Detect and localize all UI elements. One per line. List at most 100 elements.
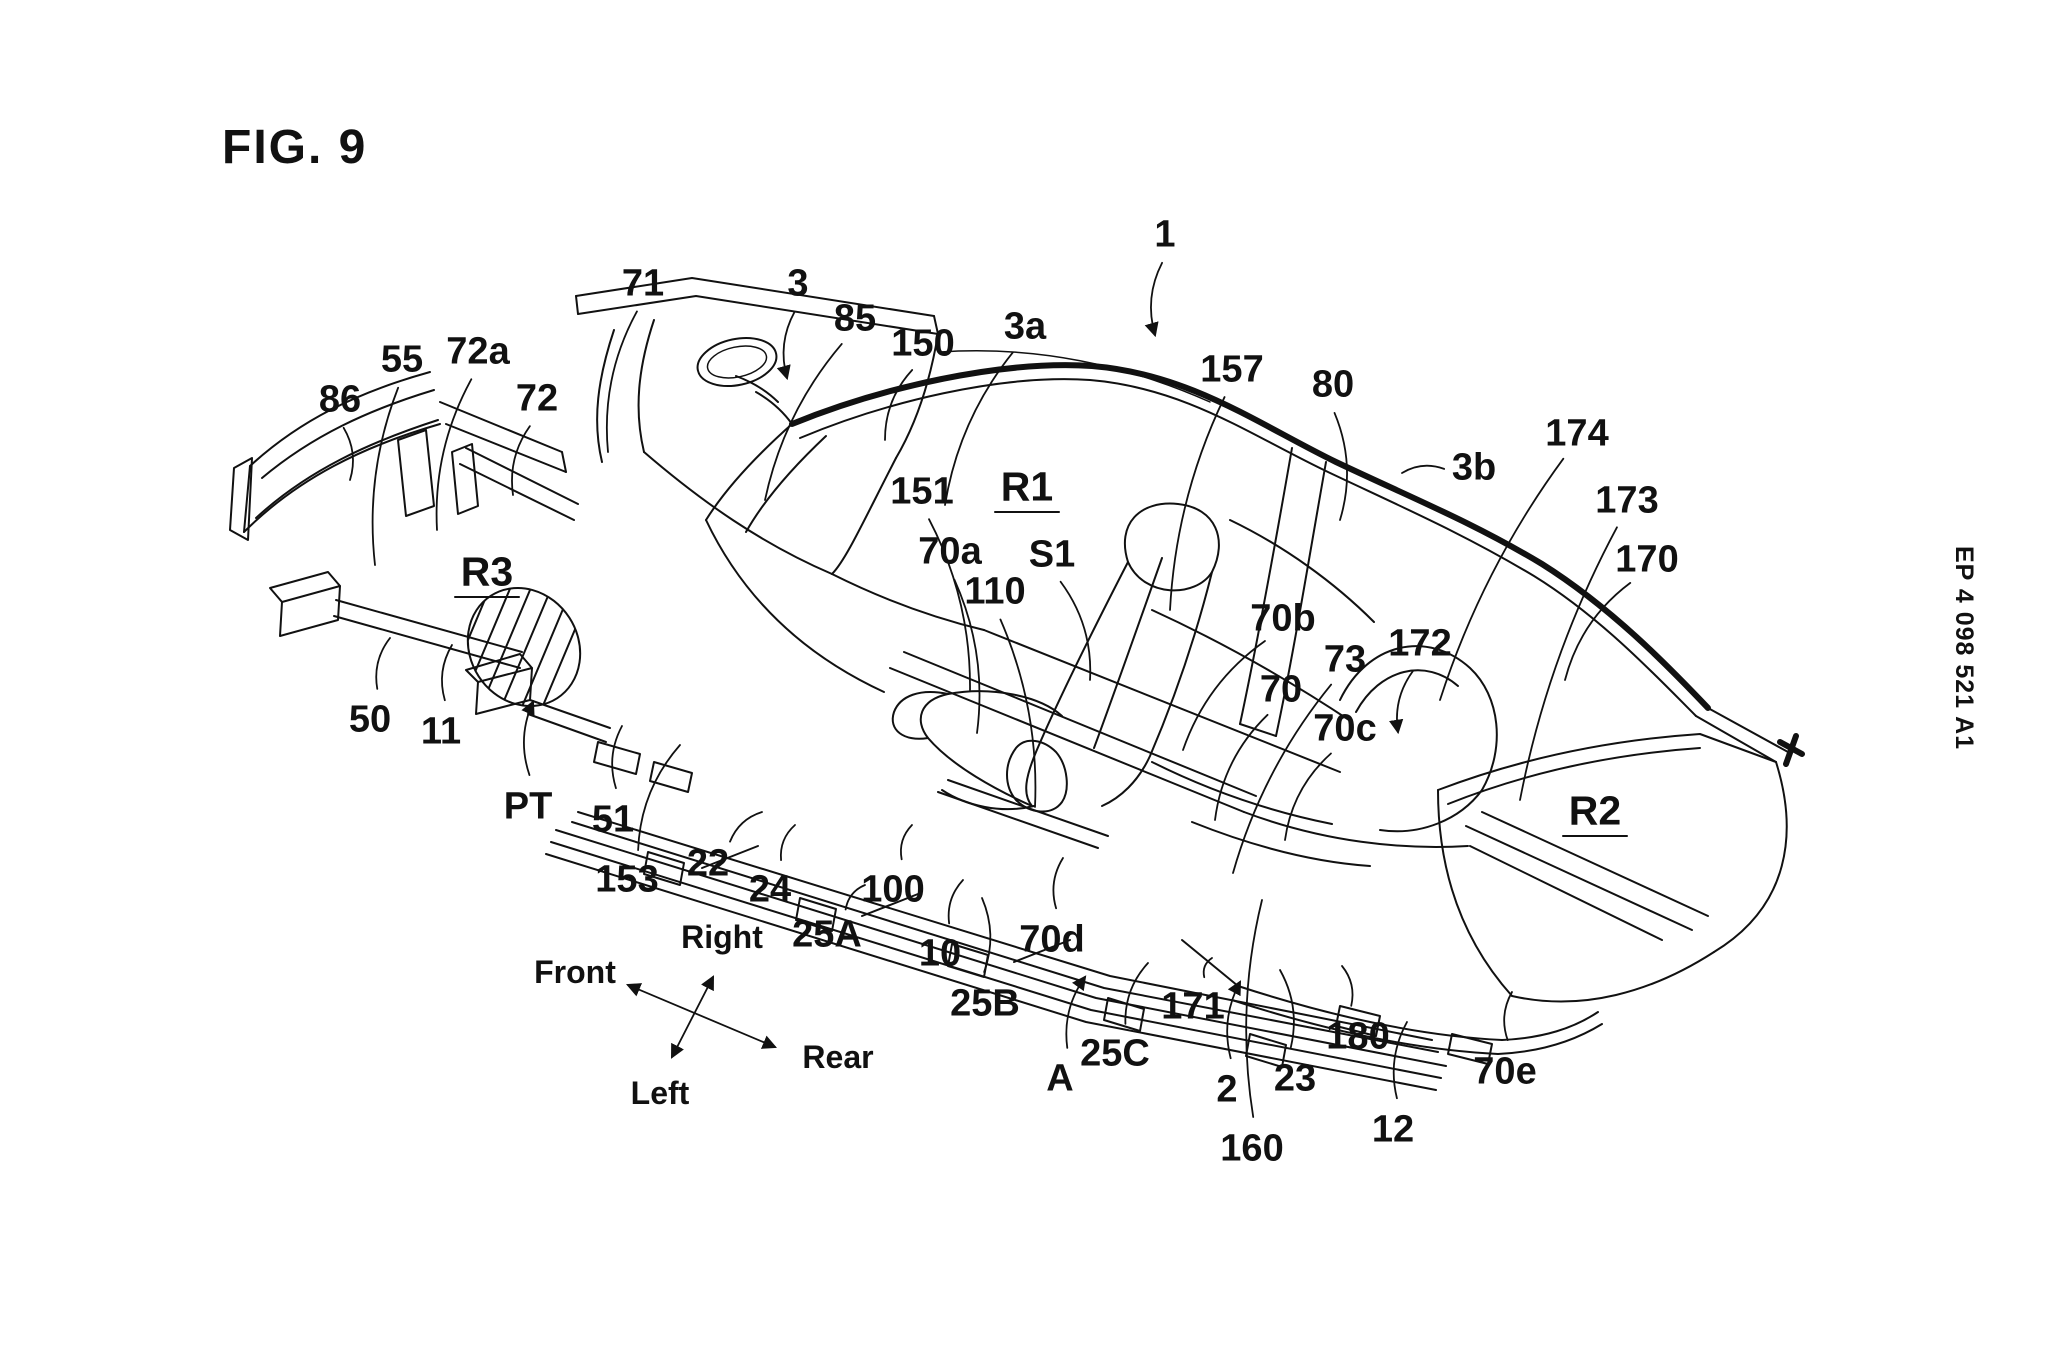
front-seat <box>891 502 1220 849</box>
ref-label-171: 171 <box>1161 985 1224 1027</box>
leader-line-2 <box>1226 980 1242 1060</box>
leader-line-85 <box>764 343 843 501</box>
front-rails-and-crash-boxes <box>269 401 611 743</box>
ref-label-11: 11 <box>421 710 461 752</box>
ref-label-S1: S1 <box>1029 533 1075 575</box>
ref-label-3: 3 <box>787 262 808 304</box>
ref-label-51: 51 <box>592 798 634 840</box>
ref-label-160: 160 <box>1220 1127 1283 1169</box>
ref-label-80: 80 <box>1312 363 1354 405</box>
leader-line-55 <box>371 386 400 566</box>
ref-label-A: A <box>1046 1057 1073 1099</box>
ref-label-173: 173 <box>1595 479 1658 521</box>
ref-label-22: 22 <box>687 842 729 884</box>
ref-label-25C: 25C <box>1080 1032 1150 1074</box>
rear-trunk-structure <box>1437 707 1805 1003</box>
leader-line-70d <box>1052 857 1064 910</box>
ref-label-70b: 70b <box>1250 597 1315 639</box>
floor-tunnel <box>889 629 1469 867</box>
ref-label-70d: 70d <box>1019 918 1084 960</box>
leader-line-172 <box>1389 670 1414 735</box>
leader-line-72a <box>435 378 473 531</box>
compass-label-right: Right <box>681 919 763 955</box>
leader-line-24 <box>779 824 796 862</box>
figure-title: FIG. 9 <box>222 121 368 174</box>
ref-label-70e: 70e <box>1473 1050 1536 1092</box>
ref-label-PT: PT <box>504 785 553 827</box>
ref-label-2: 2 <box>1216 1068 1237 1110</box>
ref-label-3a: 3a <box>1004 305 1047 347</box>
ref-label-25A: 25A <box>792 913 862 955</box>
leader-line-12 <box>1392 1021 1408 1100</box>
leader-line-A <box>1065 975 1087 1049</box>
ref-label-23: 23 <box>1274 1057 1316 1099</box>
leader-line-3b <box>1401 464 1446 474</box>
ref-label-153: 153 <box>595 858 658 900</box>
leader-line-157 <box>1169 396 1226 611</box>
right-left-axis-arrow <box>671 975 714 1059</box>
leader-line-150 <box>884 369 914 441</box>
leader-line-173 <box>1519 526 1618 801</box>
leader-line-25A <box>844 884 866 911</box>
leader-line-23 <box>1279 969 1295 1049</box>
leader-line-174 <box>1439 457 1565 701</box>
leader-line-70a <box>953 578 981 734</box>
leader-line-153 <box>637 744 681 852</box>
leader-line-22 <box>729 811 763 843</box>
front-rear-axis-arrow <box>626 983 777 1049</box>
ref-label-1: 1 <box>1154 213 1175 255</box>
roof-side-rail <box>789 350 1711 717</box>
leader-line-170 <box>1564 581 1632 681</box>
ref-label-72a: 72a <box>446 330 510 372</box>
ref-label-174: 174 <box>1545 412 1608 454</box>
ref-label-R2: R2 <box>1569 787 1621 833</box>
leader-line-100 <box>900 824 913 861</box>
leader-line-86 <box>342 426 354 481</box>
ref-label-70a: 70a <box>918 530 982 572</box>
cowl-assembly <box>575 277 939 463</box>
ref-label-150: 150 <box>891 322 954 364</box>
ref-label-12: 12 <box>1372 1108 1414 1150</box>
ref-label-70c: 70c <box>1313 707 1376 749</box>
ref-label-100: 100 <box>861 868 924 910</box>
ref-label-172: 172 <box>1388 622 1451 664</box>
ref-label-71: 71 <box>622 262 664 304</box>
ref-label-10: 10 <box>919 932 961 974</box>
ref-label-3b: 3b <box>1452 446 1496 488</box>
ref-label-180: 180 <box>1326 1015 1389 1057</box>
leader-line-110 <box>999 618 1037 808</box>
ref-label-151: 151 <box>890 470 953 512</box>
ref-label-110: 110 <box>964 570 1025 612</box>
ref-label-25B: 25B <box>950 982 1020 1024</box>
ref-label-55: 55 <box>381 338 423 380</box>
ref-label-50: 50 <box>349 698 391 740</box>
leader-line-PT <box>521 700 535 776</box>
compass-label-front: Front <box>534 954 616 990</box>
b-pillar <box>1239 447 1327 737</box>
ref-label-R3: R3 <box>461 548 513 594</box>
ref-label-R1: R1 <box>1001 463 1053 509</box>
leader-line-70c <box>1284 752 1332 841</box>
leader-line-171 <box>1202 957 1213 979</box>
leader-line-11 <box>441 644 453 702</box>
leader-line-10 <box>947 879 964 925</box>
rear-parcel-shelf <box>1151 519 1375 723</box>
compass-label-left: Left <box>631 1075 690 1111</box>
a-pillar-and-dash <box>643 333 985 693</box>
ref-label-85: 85 <box>834 297 876 339</box>
leader-line-72 <box>511 425 531 496</box>
leader-line-80 <box>1333 412 1348 521</box>
leader-line-1 <box>1144 261 1163 338</box>
leader-line-71 <box>605 310 638 453</box>
ref-label-24: 24 <box>749 868 791 910</box>
ref-label-73: 73 <box>1324 638 1366 680</box>
rocker-sill <box>545 741 1447 1091</box>
leader-line-70e <box>1503 991 1513 1042</box>
ref-label-157: 157 <box>1200 348 1263 390</box>
ref-label-72: 72 <box>516 377 558 419</box>
compass-label-rear: Rear <box>802 1039 873 1075</box>
leader-line-70 <box>1214 713 1269 821</box>
leader-line-51 <box>611 725 623 790</box>
